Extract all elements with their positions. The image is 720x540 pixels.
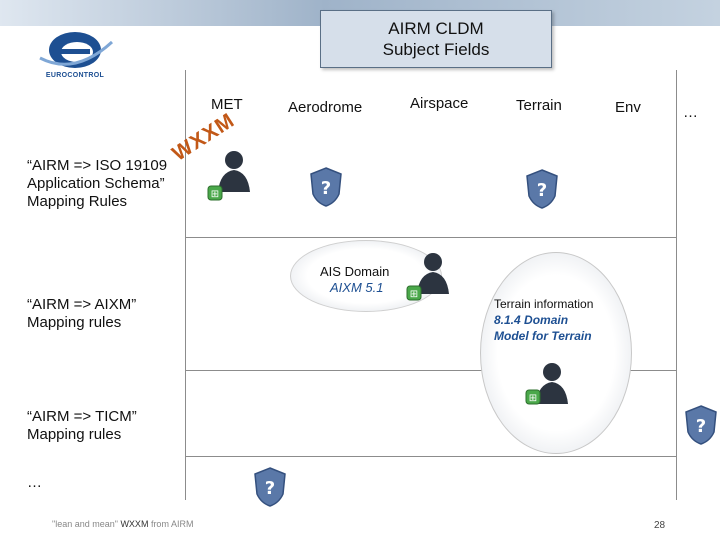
question-shield-icon: ? — [526, 169, 558, 209]
column-more: … — [683, 104, 698, 121]
row-aixm-line-2: Mapping rules — [27, 314, 122, 331]
grid-row-divider-2 — [185, 370, 677, 371]
svg-text:?: ? — [696, 416, 706, 437]
row-iso-line-2: Application Schema” — [27, 175, 165, 192]
column-terrain: Terrain — [516, 97, 562, 114]
row-iso-line-1: “AIRM => ISO 19109 — [27, 157, 168, 174]
grid-vertical-right — [676, 70, 677, 500]
svg-text:⊞: ⊞ — [211, 189, 219, 200]
question-shield-icon: ? — [685, 405, 717, 445]
column-aerodrome: Aerodrome — [288, 99, 363, 116]
svg-text:⊞: ⊞ — [410, 289, 418, 300]
row-label-ticm: “AIRM => TICM” Mapping rules — [27, 408, 137, 444]
svg-text:?: ? — [321, 178, 331, 199]
row-label-aixm: “AIRM => AIXM” Mapping rules — [27, 296, 136, 332]
question-shield-icon: ? — [254, 467, 286, 507]
question-shield-icon: ? — [310, 167, 342, 207]
row-ticm-line-2: Mapping rules — [27, 426, 122, 443]
column-env: Env — [615, 99, 641, 116]
column-met: MET — [211, 96, 243, 113]
row-aixm-line-1: “AIRM => AIXM” — [27, 296, 137, 313]
svg-text:?: ? — [265, 478, 275, 499]
person-domain-icon: ⊞ — [406, 253, 449, 301]
row-ticm-line-1: “AIRM => TICM” — [27, 408, 137, 425]
footer-caption: "lean and mean" WXXM from AIRM — [52, 519, 193, 529]
person-domain-icon: ⊞ — [207, 151, 250, 201]
grid-vertical-left — [185, 70, 186, 500]
ais-domain-name: AIS Domain — [320, 264, 390, 279]
row-label-iso19109: “AIRM => ISO 19109 Application Schema” M… — [27, 157, 167, 211]
row-label-more: … — [27, 474, 42, 491]
eurocontrol-logo — [39, 32, 114, 68]
terrain-domain-label: Terrain information 8.1.4 Domain Model f… — [494, 296, 593, 344]
svg-text:?: ? — [537, 180, 547, 201]
grid-row-divider-1 — [185, 237, 677, 238]
ais-domain-label: AIS Domain AIXM 5.1 — [320, 264, 389, 296]
slide-title: AIRM CLDM Subject Fields — [320, 10, 552, 68]
terrain-domain-name: Terrain information — [494, 297, 594, 311]
title-line-1: AIRM CLDM — [388, 19, 484, 38]
ais-domain-model: AIXM 5.1 — [330, 280, 384, 295]
grid-row-divider-3 — [185, 456, 677, 457]
terrain-domain-ellipse — [480, 252, 632, 454]
footer-suffix: from AIRM — [148, 519, 194, 529]
footer-highlight: WXXM — [120, 519, 149, 529]
svg-text:⊞: ⊞ — [529, 393, 537, 404]
terrain-model-line-1: 8.1.4 Domain — [494, 313, 569, 327]
column-airspace: Airspace — [410, 95, 469, 112]
page-number: 28 — [654, 520, 666, 531]
person-domain-icon: ⊞ — [525, 363, 568, 405]
footer-prefix: "lean and mean" — [52, 519, 121, 529]
terrain-model-line-2: Model for Terrain — [494, 329, 592, 343]
title-line-2: Subject Fields — [382, 40, 490, 59]
logo-text: EUROCONTROL — [45, 72, 105, 79]
row-iso-line-3: Mapping Rules — [27, 193, 128, 210]
